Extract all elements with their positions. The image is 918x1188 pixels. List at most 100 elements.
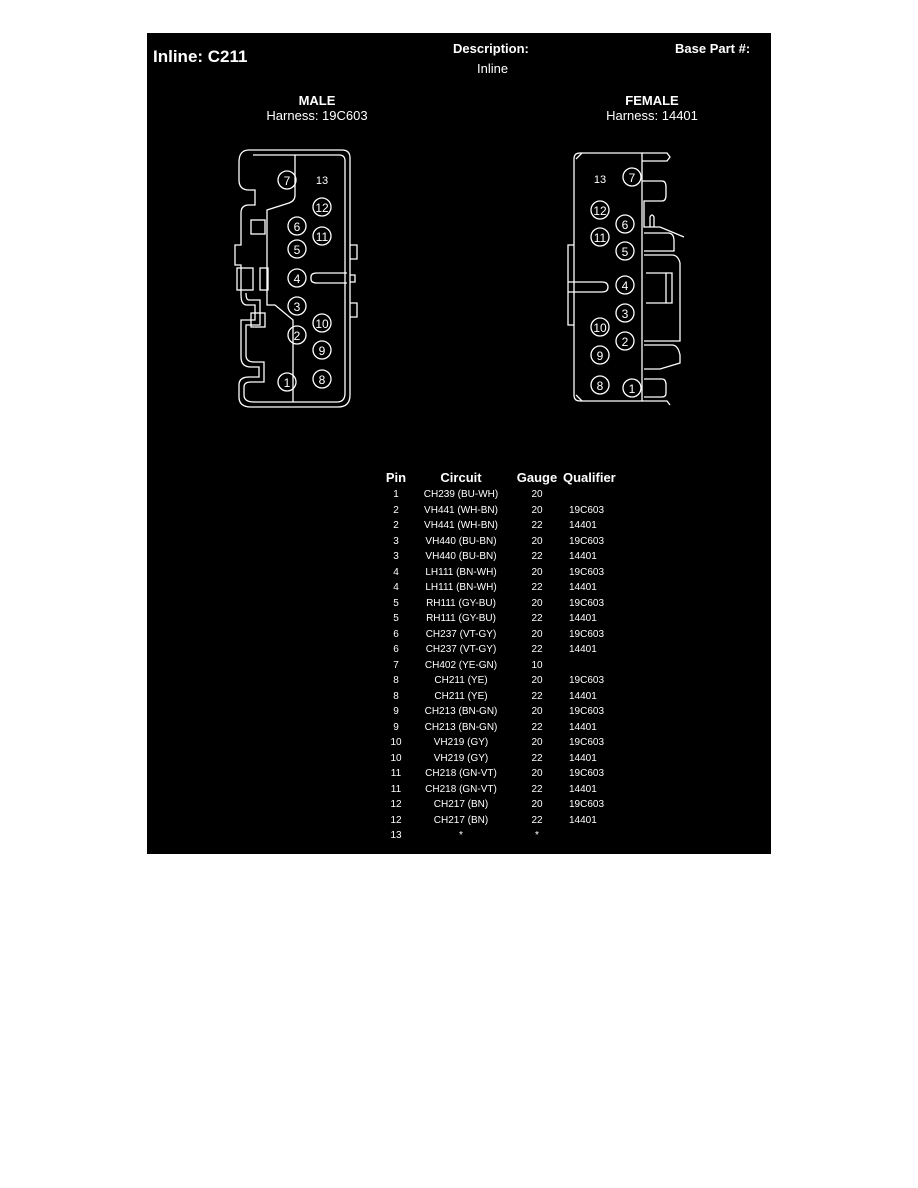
table-row: 10 VH219 (GY) 22 14401 — [381, 751, 649, 767]
pin-cell: 8 — [393, 675, 399, 687]
qualifier-cell: 14401 — [569, 551, 597, 563]
pin-cell: 9 — [393, 721, 399, 733]
svg-text:7: 7 — [284, 174, 291, 188]
gauge-cell: 22 — [531, 814, 543, 826]
qualifier-cell: 14401 — [569, 783, 597, 795]
description-label: Description: — [453, 41, 529, 56]
svg-text:9: 9 — [597, 349, 604, 363]
svg-text:8: 8 — [597, 379, 604, 393]
gauge-cell: * — [535, 830, 539, 842]
svg-text:10: 10 — [593, 321, 607, 335]
table-header: Pin Circuit Gauge Qualifier — [381, 467, 649, 487]
pin-cell: 1 — [393, 489, 399, 501]
gauge-cell: 20 — [531, 675, 543, 687]
svg-text:3: 3 — [294, 300, 301, 314]
svg-text:7: 7 — [629, 171, 636, 185]
svg-text:11: 11 — [316, 230, 329, 244]
page-title: Inline: C211 — [153, 47, 248, 66]
circuit-cell: CH217 (BN) — [433, 799, 489, 811]
svg-text:11: 11 — [594, 231, 607, 245]
male-title: MALE — [298, 93, 336, 108]
pin-cell: 12 — [390, 799, 402, 811]
pin-cell: 2 — [393, 520, 399, 532]
circuit-cell: CH211 (YE) — [434, 690, 488, 702]
female-pins: 7 13 12 6 11 5 4 3 10 2 9 8 1 — [590, 167, 642, 398]
male-pins: 7 13 12 6 11 5 4 3 10 2 9 1 8 — [277, 170, 332, 392]
gauge-cell: 20 — [531, 597, 543, 609]
qualifier-cell: 19C603 — [569, 504, 605, 516]
circuit-cell: CH239 (BU-WH) — [423, 489, 499, 501]
pin-cell: 4 — [393, 582, 399, 594]
svg-text:4: 4 — [622, 279, 629, 293]
qualifier-cell: 19C603 — [569, 628, 605, 640]
gauge-cell: 20 — [531, 566, 543, 578]
gauge-cell: 10 — [531, 659, 543, 671]
pin-cell: 6 — [393, 644, 399, 656]
svg-text:1: 1 — [284, 376, 291, 390]
circuit-cell: VH441 (WH-BN) — [424, 504, 498, 516]
qualifier-cell: 14401 — [569, 752, 597, 764]
gauge-cell: 20 — [531, 737, 543, 749]
gauge-cell: 20 — [531, 504, 543, 516]
svg-text:6: 6 — [622, 218, 629, 232]
header-qualifier: Qualifier — [563, 469, 616, 485]
svg-text:5: 5 — [294, 243, 301, 257]
svg-text:2: 2 — [294, 329, 301, 343]
pin-cell: 7 — [393, 659, 399, 671]
base-part-label: Base Part #: — [675, 41, 751, 56]
pin-cell: 4 — [393, 566, 399, 578]
circuit-cell: CH218 (GN-VT) — [425, 768, 497, 780]
svg-text:1: 1 — [629, 382, 636, 396]
qualifier-cell: 19C603 — [569, 597, 605, 609]
svg-text:13: 13 — [316, 175, 328, 187]
gauge-cell: 22 — [531, 690, 543, 702]
svg-text:12: 12 — [593, 204, 607, 218]
gauge-cell: 20 — [531, 535, 543, 547]
qualifier-cell: 14401 — [569, 520, 597, 532]
pin-cell: 3 — [393, 535, 399, 547]
svg-text:3: 3 — [622, 307, 629, 321]
gauge-cell: 20 — [531, 628, 543, 640]
circuit-cell: VH219 (GY) — [433, 752, 489, 764]
gauge-cell: 22 — [531, 752, 543, 764]
qualifier-cell: 14401 — [569, 644, 597, 656]
table-row: 13** — [381, 828, 649, 844]
svg-text:8: 8 — [319, 373, 326, 387]
pin-cell: 10 — [390, 752, 402, 764]
male-connector-diagram: 7 13 12 6 11 5 4 3 10 2 9 1 8 — [227, 145, 367, 415]
pin-cell: 12 — [390, 814, 402, 826]
gauge-cell: 22 — [531, 721, 543, 733]
svg-text:6: 6 — [294, 220, 301, 234]
circuit-cell: RH111 (GY-BU) — [426, 613, 496, 625]
header-pin: Pin — [385, 469, 407, 485]
pin-cell: 13 — [390, 830, 402, 842]
gauge-cell: 22 — [531, 520, 543, 532]
qualifier-cell: 14401 — [569, 814, 597, 826]
circuit-cell: LH111 (BN-WH) — [425, 566, 497, 578]
header-circuit: Circuit — [440, 469, 482, 485]
connector-sheet: Inline: C211 Description: Inline Base Pa… — [147, 33, 771, 854]
circuit-cell: CH237 (VT-GY) — [425, 644, 497, 656]
qualifier-cell: 19C603 — [569, 675, 605, 687]
qualifier-cell: 19C603 — [569, 737, 605, 749]
female-harness: Harness: 14401 — [606, 108, 698, 123]
circuit-cell: LH111 (BN-WH) — [425, 582, 497, 594]
qualifier-cell: 14401 — [569, 613, 597, 625]
qualifier-cell: 14401 — [569, 721, 597, 733]
gauge-cell: 20 — [531, 706, 543, 718]
svg-text:2: 2 — [622, 335, 629, 349]
